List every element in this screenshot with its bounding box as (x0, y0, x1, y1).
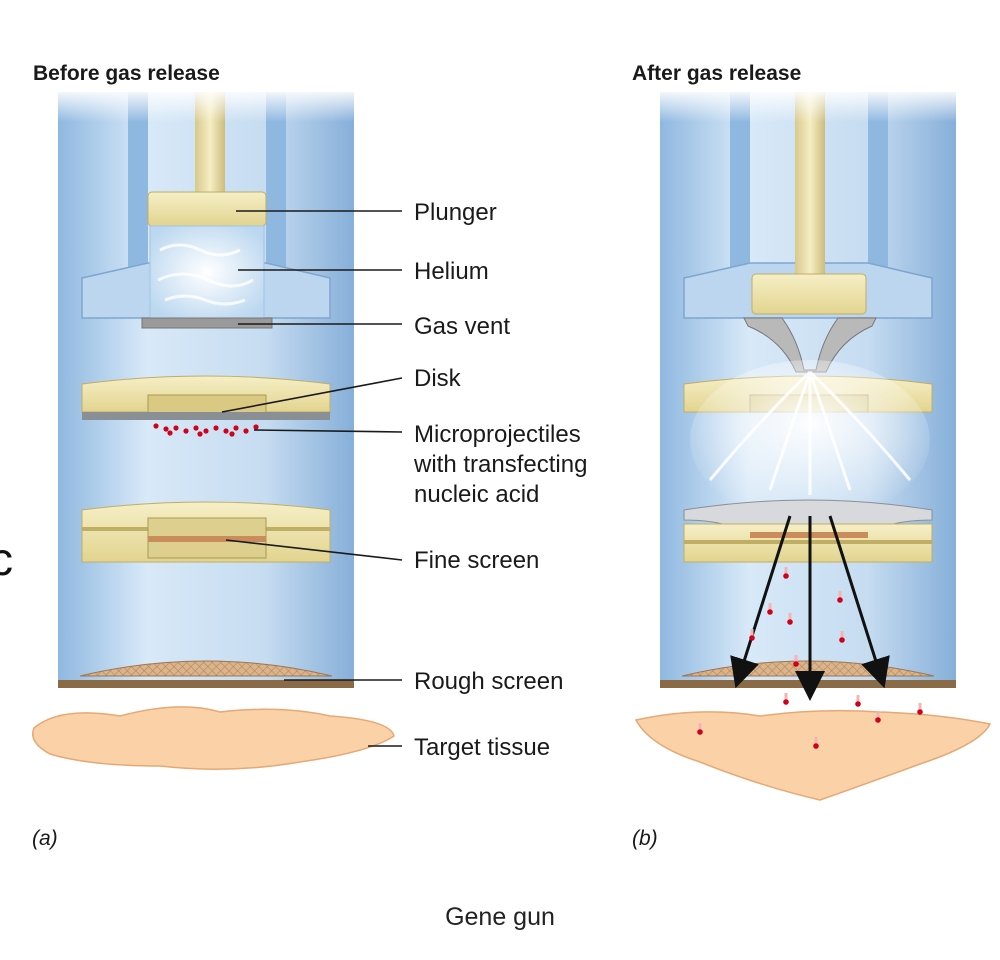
figure-caption: Gene gun (445, 903, 555, 931)
holder-seam-b (684, 540, 932, 544)
label-fine-screen: Fine screen (414, 547, 539, 574)
microprojectile-dot (697, 729, 703, 735)
arrow-right (828, 515, 890, 689)
target-tissue-b (634, 709, 992, 801)
microprojectile-dot (193, 425, 199, 431)
microprojectile-dot (243, 428, 249, 434)
inner-wall-left (128, 92, 148, 267)
microprojectile-dot (253, 424, 259, 430)
panel-b-letter: (b) (632, 827, 658, 850)
top-fade-b (652, 88, 964, 122)
label-microprojectiles-1: Microprojectiles (414, 421, 581, 448)
plunger-rod-b (795, 92, 825, 282)
microprojectile-dot (813, 743, 819, 749)
microprojectile-dot (783, 573, 789, 579)
microprojectile-dot (173, 425, 179, 431)
stray-glyph: c (0, 533, 13, 585)
microprojectile-dot (783, 699, 789, 705)
inner-wall-left-b (730, 92, 750, 267)
microprojectile-dot (167, 430, 173, 436)
rough-screen-base-b (660, 680, 956, 688)
trajectory-arrows (730, 515, 890, 701)
panel-a-letter: (a) (32, 827, 58, 850)
microprojectile-dot (229, 431, 235, 437)
microprojectile-dot (153, 423, 159, 429)
plunger (147, 191, 267, 227)
microprojectile-dot (839, 637, 845, 643)
microprojectile-dot (787, 619, 793, 625)
gas-streaks (708, 370, 912, 495)
fine-screen (148, 536, 266, 542)
inner-wall-right (266, 92, 286, 267)
target-tissue-a (32, 706, 395, 770)
microprojectile-dot (197, 431, 203, 437)
disk-leader (221, 377, 403, 413)
helium-swirl (157, 243, 254, 306)
arrow-left (730, 515, 792, 689)
label-disk: Disk (414, 365, 462, 392)
label-helium: Helium (414, 258, 489, 285)
microprojectile-dot (837, 597, 843, 603)
label-gas-vent: Gas vent (414, 313, 510, 340)
label-microprojectiles-2: with transfecting (413, 451, 587, 478)
microprojectile-dot (213, 425, 219, 431)
microprojectile-dot (875, 717, 881, 723)
microprojectile-dot (183, 428, 189, 434)
microprojectile-dot (749, 635, 755, 641)
microprojectile-dot (203, 428, 209, 434)
gas-vent (141, 317, 273, 329)
label-microprojectiles-3: nucleic acid (414, 481, 539, 508)
microprojectiles-a (153, 423, 259, 437)
plunger-b (751, 273, 867, 315)
helium-chamber (149, 225, 265, 319)
panel-a: Before gas release (32, 62, 395, 850)
microprojectile-dot (163, 426, 169, 432)
rough-screen-base (58, 680, 354, 688)
gas-vent-open (743, 317, 877, 373)
microprojectile-dot (855, 701, 861, 707)
microprojectile-dot (233, 425, 239, 431)
microprojectiles-leader (253, 429, 403, 433)
leader-lines (221, 210, 403, 747)
label-rough-screen: Rough screen (414, 668, 563, 695)
panel-a-title: Before gas release (33, 62, 220, 85)
disk (82, 412, 330, 420)
microprojectile-dot (767, 609, 773, 615)
top-fade (50, 88, 362, 122)
inner-wall-right-b (868, 92, 888, 267)
label-plunger: Plunger (414, 199, 497, 226)
microprojectile-dot (917, 709, 923, 715)
microprojectile-dot (793, 661, 799, 667)
label-target-tissue: Target tissue (414, 734, 550, 761)
panel-b-title: After gas release (632, 62, 801, 85)
microprojectile-dot (223, 428, 229, 434)
rough-screen (79, 660, 333, 677)
panel-b: After gas release ( (632, 62, 992, 850)
microprojectiles-b (697, 567, 923, 749)
fine-screen-leader (225, 539, 403, 561)
